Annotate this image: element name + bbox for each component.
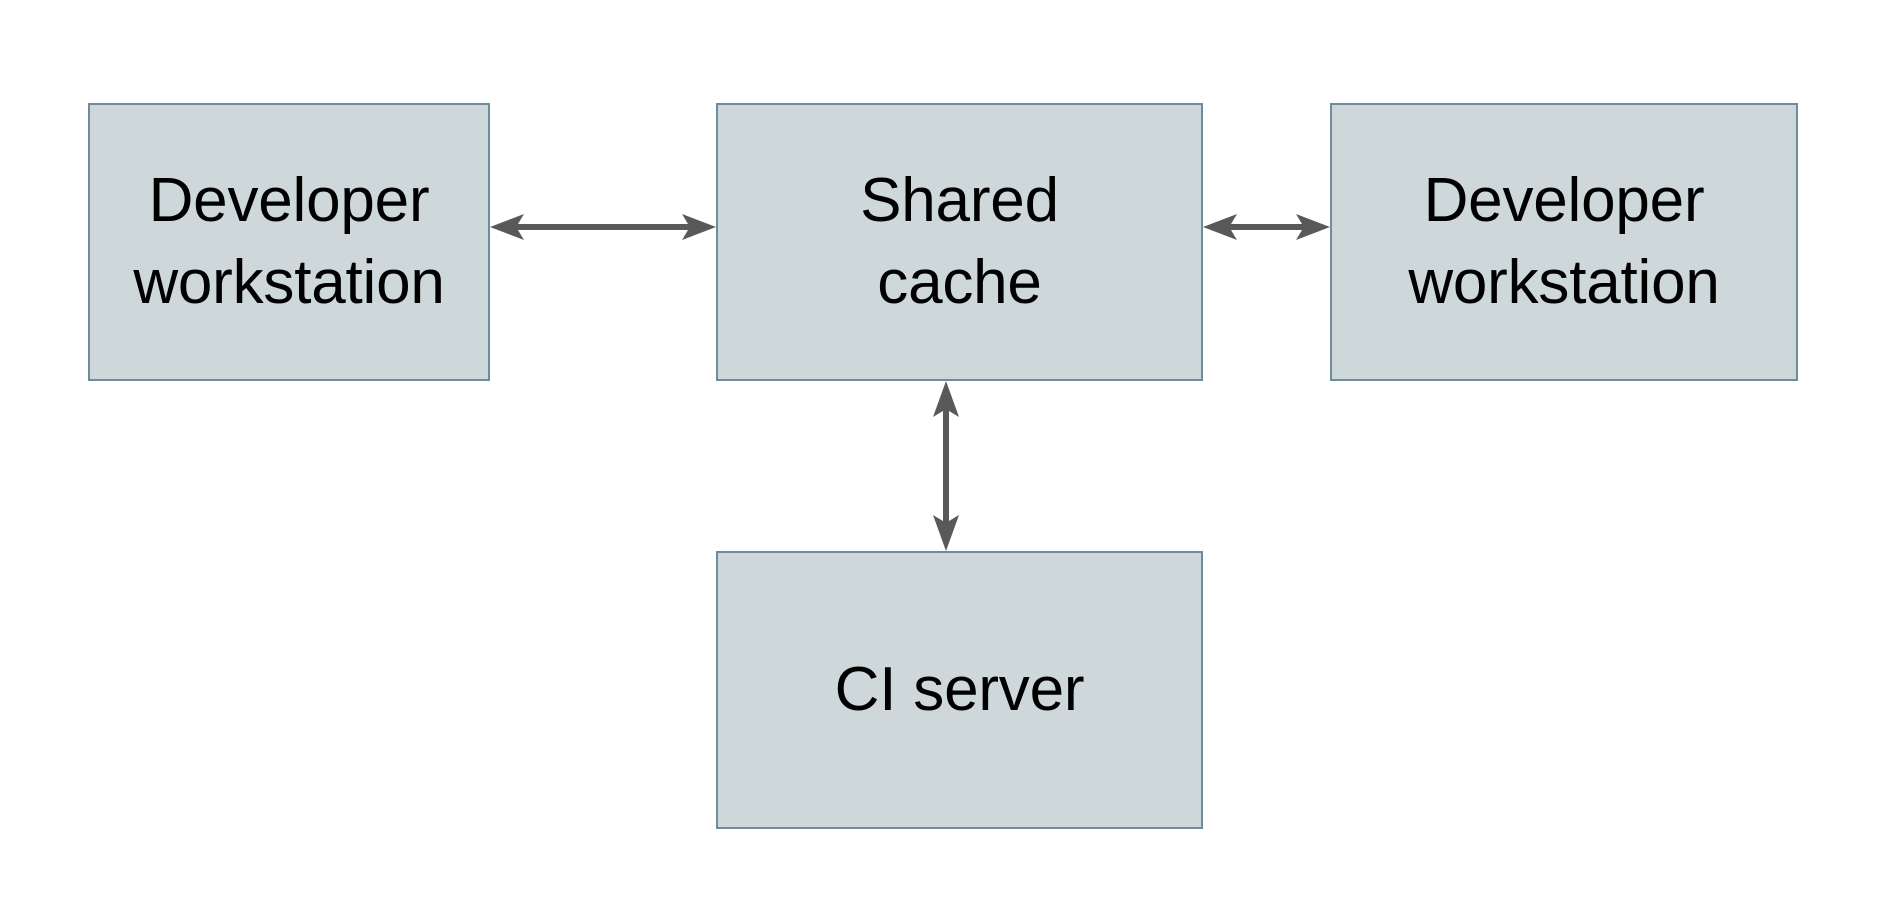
connector-shared-cache-to-workstation-right (1203, 214, 1330, 240)
node-ci-server[interactable]: CI server (716, 551, 1203, 829)
double-headed-arrow-horizontal-icon (490, 214, 716, 240)
connector-shared-cache-to-ci-server (933, 381, 959, 551)
node-label: Developer workstation (133, 166, 445, 317)
connector-workstation-left-to-shared-cache (490, 214, 716, 240)
node-developer-workstation-right[interactable]: Developer workstation (1330, 103, 1798, 381)
node-label: Developer workstation (1408, 166, 1720, 317)
node-shared-cache[interactable]: Shared cache (716, 103, 1203, 381)
double-headed-arrow-horizontal-icon (1203, 214, 1330, 240)
node-label: Shared cache (860, 166, 1059, 317)
node-label: CI server (834, 655, 1085, 725)
double-headed-arrow-vertical-icon (933, 381, 959, 551)
node-developer-workstation-left[interactable]: Developer workstation (88, 103, 490, 381)
